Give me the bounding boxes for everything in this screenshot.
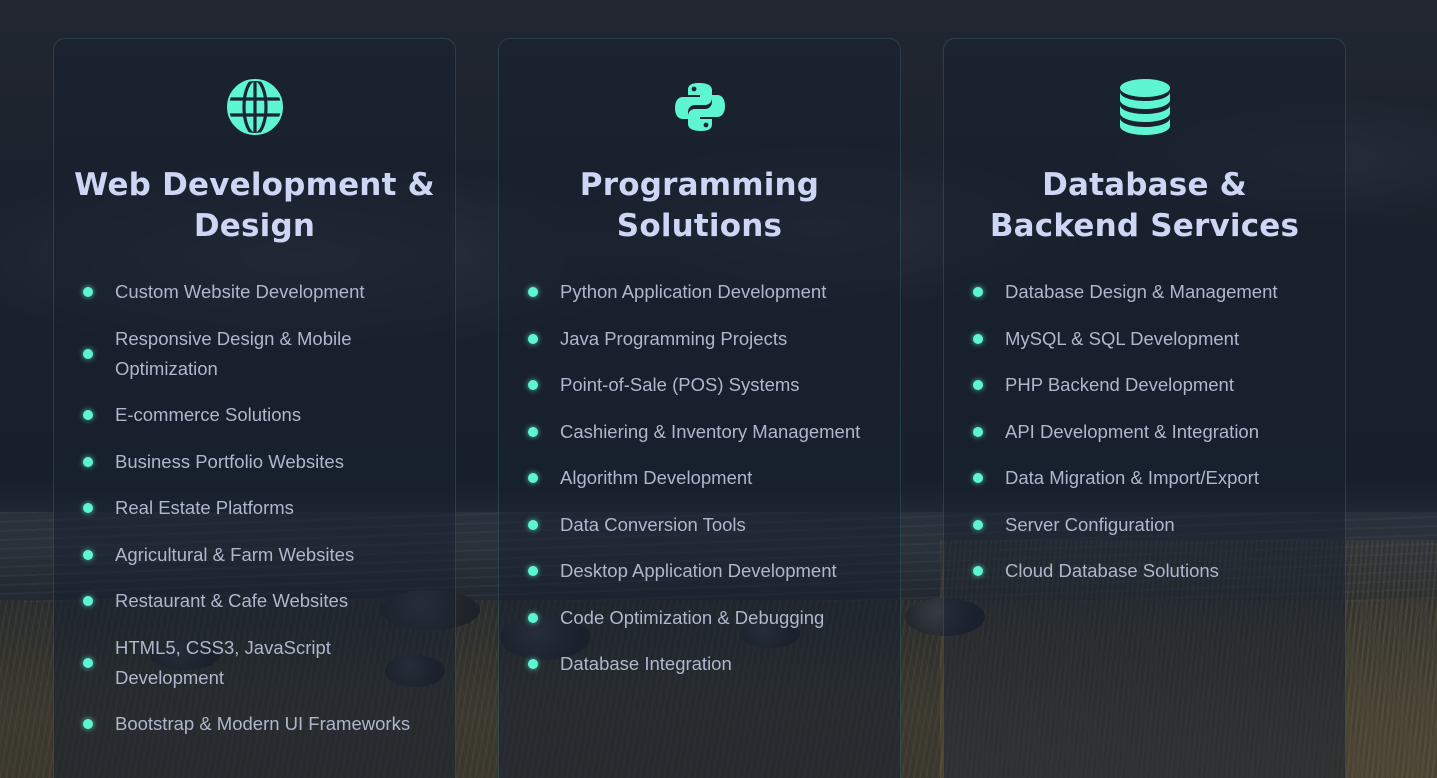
bullet-dot-icon: [83, 348, 93, 359]
list-item: Server Configuration: [973, 510, 1329, 540]
list-item: E-commerce Solutions: [83, 400, 439, 430]
list-item: Responsive Design & Mobile Optimization: [83, 324, 439, 384]
bullet-dot-icon: [973, 287, 983, 297]
bullet-dot-icon: [83, 549, 93, 560]
card-title: Web Development & Design: [74, 167, 435, 244]
list-item: API Development & Integration: [973, 417, 1329, 447]
bullet-dot-icon: [83, 657, 93, 668]
bullet-dot-icon: [528, 380, 538, 390]
bullet-dot-icon: [83, 410, 93, 420]
bullet-dot-icon: [973, 426, 983, 437]
bullet-dot-icon: [83, 596, 93, 606]
list-item: PHP Backend Development: [973, 370, 1329, 400]
list-item: Custom Website Development: [83, 277, 439, 307]
python-icon: [670, 77, 730, 137]
bullet-dot-icon: [83, 456, 93, 467]
bullet-dot-icon: [528, 426, 538, 437]
list-item: Cloud Database Solutions: [973, 556, 1329, 586]
globe-icon: [225, 77, 285, 137]
list-item: Database Design & Management: [973, 277, 1329, 307]
bullet-dot-icon: [528, 566, 538, 576]
bullet-dot-icon: [528, 519, 538, 530]
bullet-dot-icon: [83, 503, 93, 513]
list-item: MySQL & SQL Development: [973, 324, 1329, 354]
list-item: Cashiering & Inventory Management: [528, 417, 884, 447]
bullet-dot-icon: [973, 473, 983, 483]
service-list: Python Application Development Java Prog…: [528, 277, 884, 696]
service-list: Database Design & Management MySQL & SQL…: [973, 277, 1329, 603]
list-item: Database Integration: [528, 649, 884, 679]
list-item: Data Conversion Tools: [528, 510, 884, 540]
service-list: Custom Website Development Responsive De…: [83, 277, 439, 756]
database-icon: [1115, 77, 1175, 137]
list-item: Java Programming Projects: [528, 324, 884, 354]
list-item: Restaurant & Cafe Websites: [83, 586, 439, 616]
list-item: Real Estate Platforms: [83, 493, 439, 523]
list-item: Agricultural & Farm Websites: [83, 540, 439, 570]
bullet-dot-icon: [83, 719, 93, 729]
bullet-dot-icon: [528, 473, 538, 483]
bullet-dot-icon: [973, 566, 983, 576]
bullet-dot-icon: [83, 287, 93, 297]
service-card-web-development: Web Development & Design Custom Website …: [53, 38, 456, 778]
bullet-dot-icon: [973, 333, 983, 344]
bullet-dot-icon: [528, 287, 538, 297]
list-item: Data Migration & Import/Export: [973, 463, 1329, 493]
bullet-dot-icon: [528, 612, 538, 623]
list-item: Python Application Development: [528, 277, 884, 307]
card-title: Programming Solutions: [579, 167, 820, 244]
service-card-database: Database & Backend Services Database Des…: [943, 38, 1346, 778]
service-card-programming: Programming Solutions Python Application…: [498, 38, 901, 778]
list-item: HTML5, CSS3, JavaScript Development: [83, 633, 439, 693]
list-item: Bootstrap & Modern UI Frameworks: [83, 709, 439, 739]
bullet-dot-icon: [973, 380, 983, 390]
bullet-dot-icon: [528, 333, 538, 344]
list-item: Algorithm Development: [528, 463, 884, 493]
list-item: Code Optimization & Debugging: [528, 603, 884, 633]
card-title: Database & Backend Services: [989, 167, 1300, 244]
list-item: Point-of-Sale (POS) Systems: [528, 370, 884, 400]
list-item: Business Portfolio Websites: [83, 447, 439, 477]
list-item: Desktop Application Development: [528, 556, 884, 586]
bullet-dot-icon: [528, 659, 538, 669]
bullet-dot-icon: [973, 519, 983, 530]
